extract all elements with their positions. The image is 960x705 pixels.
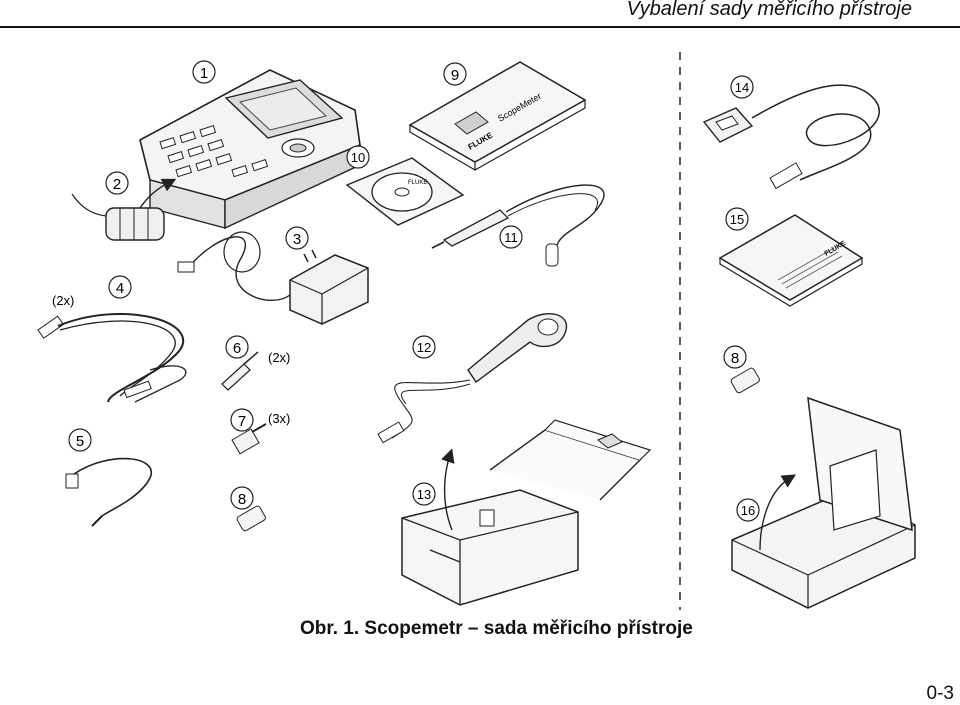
- svg-text:4: 4: [116, 280, 124, 297]
- page-header-title: Vybalení sady měřicího přístroje: [626, 0, 912, 20]
- quantity-4: (2x): [52, 293, 74, 308]
- grounding-lead: [65, 457, 153, 527]
- svg-text:16: 16: [741, 503, 755, 518]
- svg-text:1: 1: [200, 65, 208, 82]
- callout-16: 16: [736, 498, 760, 522]
- software-cd-sleeve: FLUKE: [718, 214, 864, 307]
- svg-text:2: 2: [113, 176, 121, 193]
- shipping-box: [401, 419, 652, 606]
- svg-text:3: 3: [293, 231, 301, 248]
- callout-8-right: 8: [723, 345, 747, 369]
- hard-carrying-case: [731, 396, 916, 609]
- callout-9: 9: [443, 62, 467, 86]
- svg-text:14: 14: [735, 80, 749, 95]
- svg-text:8: 8: [238, 491, 246, 508]
- callout-15: 15: [725, 207, 749, 231]
- quantity-6: (2x): [268, 350, 290, 365]
- svg-text:10: 10: [351, 150, 365, 165]
- callout-11: 11: [499, 225, 523, 249]
- caption-text: Scopemetr – sada měřicího přístroje: [364, 618, 693, 639]
- test-leads-red-black: [37, 313, 187, 403]
- callout-6: 6: [225, 335, 249, 359]
- svg-text:15: 15: [730, 212, 744, 227]
- figure-caption: Obr. 1. Scopemetr – sada měřicího přístr…: [300, 618, 693, 640]
- svg-text:FLUKE: FLUKE: [408, 180, 427, 186]
- banana-adapters: [231, 423, 267, 455]
- probe-tips: [221, 351, 259, 391]
- header-rule: [0, 26, 960, 28]
- kit-contents-illustration: 1 2 3 4 (2x): [37, 52, 916, 610]
- current-clamp: [377, 312, 568, 444]
- svg-text:8: 8: [731, 350, 739, 367]
- callout-8-left: 8: [230, 486, 254, 510]
- scopemeter-instrument: [139, 69, 361, 230]
- svg-text:12: 12: [417, 340, 431, 355]
- svg-text:6: 6: [233, 340, 241, 357]
- optical-usb-cable: [702, 84, 880, 190]
- cd-rom: FLUKE: [345, 157, 465, 226]
- callout-5: 5: [68, 428, 92, 452]
- svg-text:13: 13: [417, 487, 431, 502]
- bnc-adapter-left: [236, 505, 266, 532]
- callout-13: 13: [412, 482, 436, 506]
- svg-text:11: 11: [504, 230, 518, 245]
- user-manual: ScopeMeter FLUKE: [408, 61, 587, 172]
- caption-label: Obr. 1.: [300, 618, 360, 639]
- page-number: 0-3: [926, 683, 954, 704]
- quantity-7: (3x): [268, 411, 290, 426]
- callout-1: 1: [192, 60, 216, 84]
- callout-2: 2: [105, 171, 129, 195]
- callout-10: 10: [346, 145, 370, 169]
- svg-text:7: 7: [238, 413, 246, 430]
- callout-7: 7: [230, 408, 254, 432]
- bnc-adapter-right: [730, 367, 760, 394]
- callout-3: 3: [285, 226, 309, 250]
- callout-14: 14: [730, 75, 754, 99]
- battery-pack: [71, 178, 177, 241]
- callout-12: 12: [412, 335, 436, 359]
- voltage-probe: [431, 184, 605, 267]
- svg-text:9: 9: [451, 67, 459, 84]
- power-adapter: [177, 231, 369, 325]
- svg-text:5: 5: [76, 433, 84, 450]
- callout-4: 4: [108, 275, 132, 299]
